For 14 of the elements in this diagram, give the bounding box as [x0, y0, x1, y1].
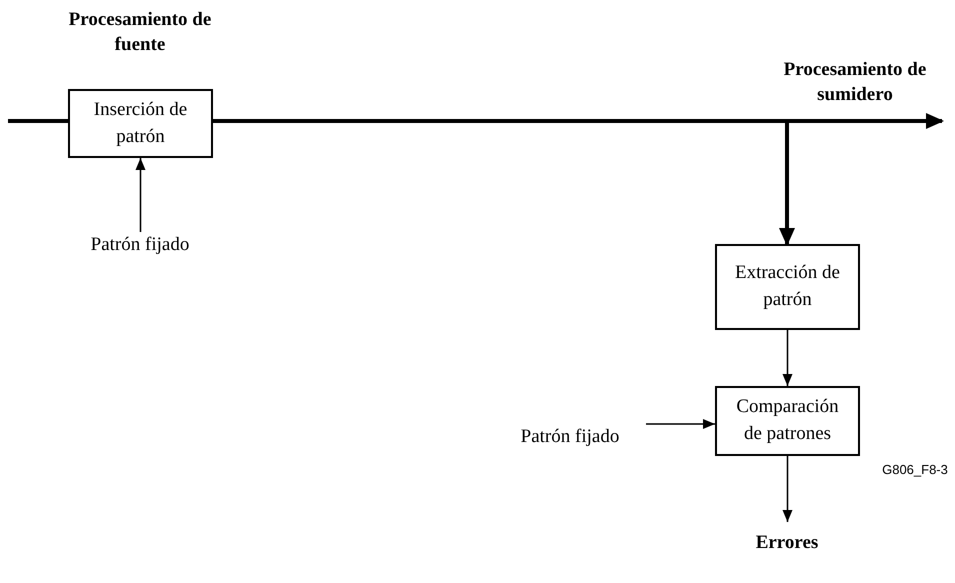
arrow [782, 330, 792, 386]
output-text: Errores [737, 528, 837, 558]
arrow [646, 419, 715, 429]
section-heading: Procesamiento de sumidero [782, 58, 928, 107]
input-text: Patrón fijado [490, 422, 650, 452]
process-box: Extracción de patrón [715, 244, 860, 330]
input-text: Patrón fijado [70, 230, 210, 260]
signal-line [8, 119, 68, 123]
section-heading: Procesamiento de fuente [68, 8, 212, 57]
process-box: Comparación de patrones [715, 386, 860, 456]
arrow [136, 158, 146, 232]
arrow [782, 456, 792, 522]
process-box: Inserción de patrón [68, 89, 213, 158]
figure-id: G806_F8-3 [881, 462, 949, 479]
